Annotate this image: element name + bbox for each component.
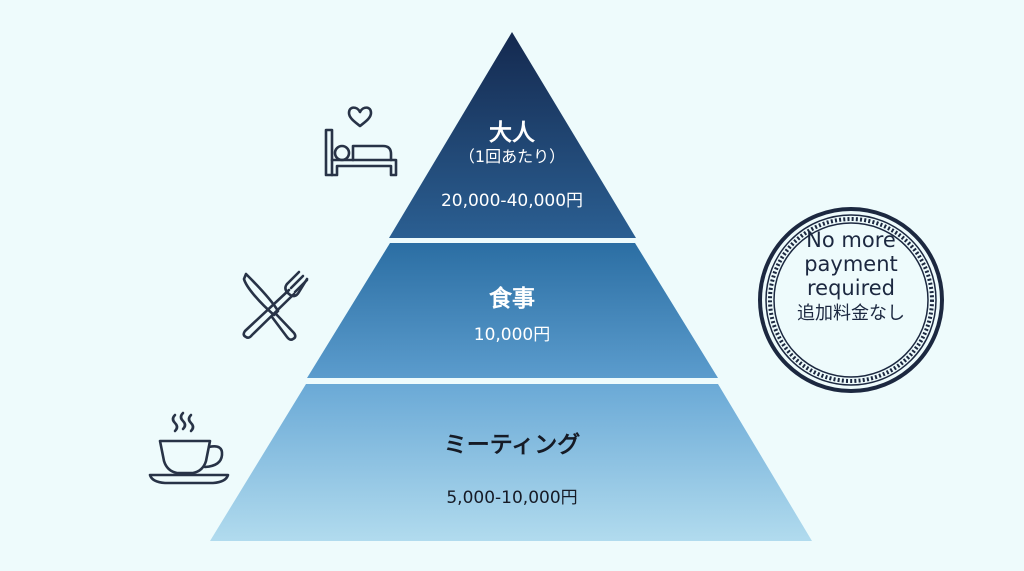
tier-meal-price: 10,000円 bbox=[473, 325, 551, 345]
no-more-payment-stamp: No more payment required 追加料金なし bbox=[797, 228, 905, 326]
stamp-seal bbox=[758, 207, 944, 393]
tier-meal-title: 食事 bbox=[489, 286, 535, 312]
stamp-line-2: payment bbox=[804, 252, 898, 276]
tier-bottom-shape bbox=[210, 384, 812, 541]
stamp-line-jp: 追加料金なし bbox=[797, 303, 905, 324]
tier-adult-price: 20,000-40,000円 bbox=[440, 191, 584, 211]
stamp-line-1: No more bbox=[806, 228, 896, 252]
tier-meeting-title: ミーティング bbox=[443, 432, 581, 458]
coffee-cup-icon bbox=[148, 411, 230, 485]
bed-heart-icon bbox=[324, 106, 398, 177]
knife-fork-icon bbox=[242, 270, 309, 341]
tier-adult-title: 大人 bbox=[489, 120, 535, 146]
tier-middle-shape bbox=[307, 243, 718, 378]
tier-top-shape bbox=[389, 32, 636, 238]
tier-adult-subtitle: （1回あたり） bbox=[458, 147, 566, 166]
tier-meeting-price: 5,000-10,000円 bbox=[446, 488, 578, 508]
stamp-line-3: required bbox=[807, 276, 895, 300]
